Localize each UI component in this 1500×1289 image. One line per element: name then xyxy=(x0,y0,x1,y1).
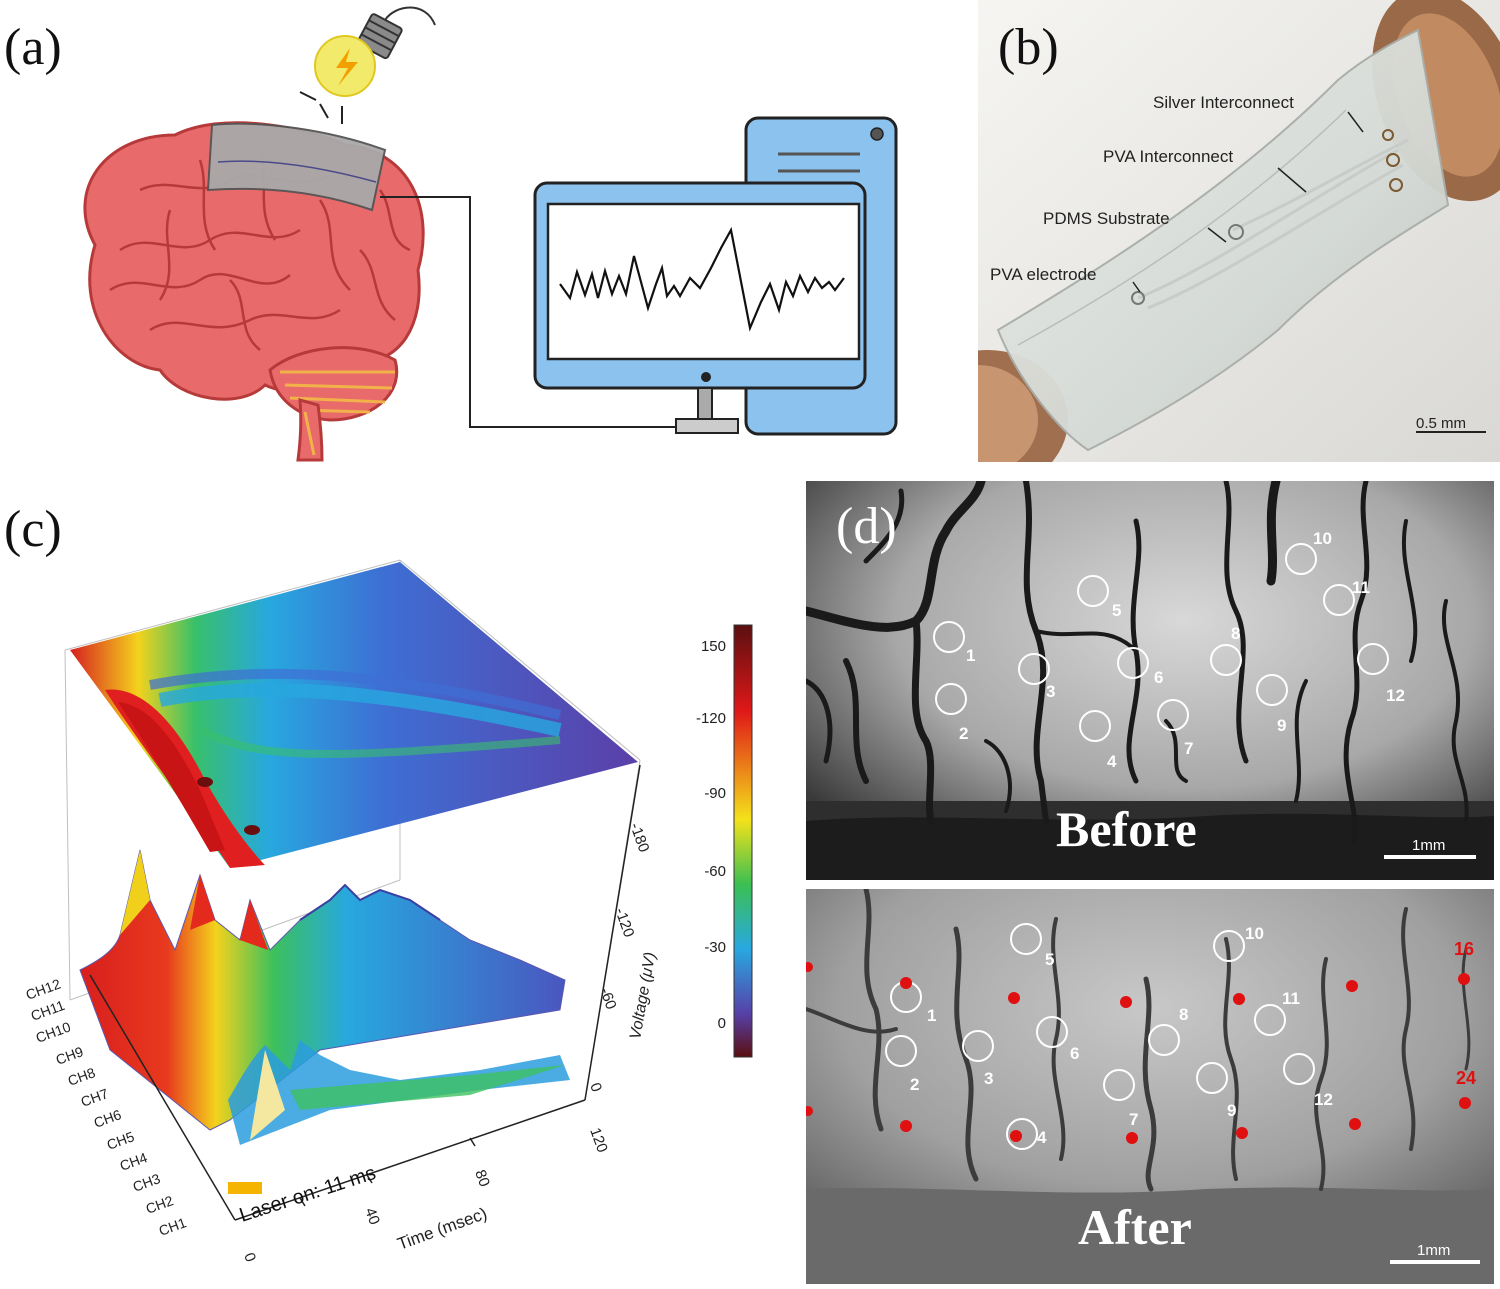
electrode-number: 9 xyxy=(1227,1101,1236,1120)
panel-c-label: (c) xyxy=(4,501,62,558)
scale-bar-before: 1mm xyxy=(1412,837,1445,854)
electrode-number: 3 xyxy=(1046,682,1055,701)
scale-bar-after: 1mm xyxy=(1417,1242,1450,1259)
electrode-number: 5 xyxy=(1045,950,1054,969)
panel-c: (c) xyxy=(0,480,790,1289)
ch-tick: CH10 xyxy=(34,1018,73,1045)
electrode-number: 10 xyxy=(1245,924,1264,943)
electrode-number: 7 xyxy=(1129,1110,1138,1129)
time-axis-label: Time (msec) xyxy=(395,1204,490,1254)
ch-tick: CH7 xyxy=(79,1085,111,1110)
panel-a: (a) xyxy=(0,0,960,470)
ch-tick: CH6 xyxy=(92,1106,124,1131)
light-bulb-icon xyxy=(299,6,436,124)
ch-tick: CH8 xyxy=(66,1064,98,1089)
panel-a-illustration xyxy=(83,6,898,462)
electrode-number: 11 xyxy=(1282,989,1300,1008)
electrode-number: 2 xyxy=(910,1075,919,1094)
ch-tick: CH2 xyxy=(144,1192,176,1217)
red-label-24: 24 xyxy=(1456,1068,1476,1088)
time-tick: 80 xyxy=(471,1168,493,1189)
colorbar-tick: -60 xyxy=(704,863,726,880)
colorbar: 150 -120 -90 -60 -30 0 xyxy=(696,624,753,1058)
electrode-number: 4 xyxy=(1037,1128,1047,1147)
cortex-image-after: 1 2 3 4 5 6 7 8 9 10 11 12 16 24 After 1… xyxy=(806,889,1494,1284)
voltage-tick: -60 xyxy=(596,986,619,1012)
plot-axes xyxy=(89,764,641,1221)
electrode-number: 1 xyxy=(927,1006,936,1025)
electrode-numbers-before: 1 2 3 4 5 6 7 8 9 10 11 12 xyxy=(959,529,1405,771)
after-title: After xyxy=(1078,1199,1192,1255)
time-tick: 40 xyxy=(361,1206,383,1227)
electrode-number: 12 xyxy=(1386,686,1405,705)
laser-label: Laser on: 11 ms xyxy=(237,1162,379,1227)
scale-bar-b: 0.5 mm xyxy=(1416,415,1466,432)
electrode-number: 6 xyxy=(1070,1044,1079,1063)
blood-vessels xyxy=(806,481,1469,844)
ch-tick: CH5 xyxy=(105,1128,137,1153)
electrode-sites-after xyxy=(885,923,1315,1150)
voltage-surface xyxy=(79,849,570,1145)
electrode-numbers-after: 1 2 3 4 5 6 7 8 9 10 11 12 xyxy=(910,924,1333,1147)
electrode-number: 10 xyxy=(1313,529,1332,548)
before-title: Before xyxy=(1056,801,1197,857)
voltage-tick: -120 xyxy=(611,906,637,940)
voltage-tick: 0 xyxy=(586,1081,605,1095)
voltage-axis: 0 -60 -120 -180 Voltage (μV) xyxy=(586,821,659,1095)
voltage-3d-plot: CH12 CH11 CH10 CH9 CH8 CH7 CH6 CH5 CH4 C… xyxy=(24,559,753,1265)
recording-wire xyxy=(380,196,676,428)
electrode-number: 5 xyxy=(1112,601,1121,620)
ch-tick: CH1 xyxy=(157,1214,189,1239)
time-tick: 0 xyxy=(240,1251,259,1265)
ch-tick: CH3 xyxy=(131,1170,163,1195)
electrode-number: 8 xyxy=(1231,624,1240,643)
red-label-16: 16 xyxy=(1454,939,1474,959)
electrode-number: 8 xyxy=(1179,1005,1188,1024)
red-markers xyxy=(806,962,1471,1144)
panel-b-label: (b) xyxy=(998,19,1059,76)
label-pdms-substrate: PDMS Substrate xyxy=(1043,209,1170,228)
panel-d-before: 1 2 3 4 5 6 7 8 9 10 11 12 Before 1mm (d… xyxy=(806,481,1494,880)
voltage-axis-label: Voltage (μV) xyxy=(627,951,659,1041)
electrode-number: 12 xyxy=(1314,1090,1333,1109)
ch-tick: CH9 xyxy=(54,1043,86,1068)
panel-d-after: 1 2 3 4 5 6 7 8 9 10 11 12 16 24 After 1… xyxy=(806,889,1494,1284)
cortex-image-before: 1 2 3 4 5 6 7 8 9 10 11 12 Before 1mm xyxy=(806,481,1494,880)
voltage-tick: -180 xyxy=(626,821,652,855)
monitor-icon xyxy=(533,181,867,434)
panel-b: Silver Interconnect PVA Interconnect PDM… xyxy=(978,0,1500,462)
electrode-number: 4 xyxy=(1107,752,1117,771)
panel-a-label: (a) xyxy=(4,19,62,76)
label-pva-electrode: PVA electrode xyxy=(990,265,1096,284)
electrode-patch xyxy=(206,122,387,212)
electrode-number: 9 xyxy=(1277,716,1286,735)
label-pva-interconnect: PVA Interconnect xyxy=(1103,147,1233,166)
device-photo: Silver Interconnect PVA Interconnect PDM… xyxy=(978,0,1500,462)
electrode-sites-before xyxy=(933,543,1389,742)
colorbar-tick: 0 xyxy=(718,1015,726,1032)
laser-indicator xyxy=(228,1182,262,1194)
electrode-number: 6 xyxy=(1154,668,1163,687)
time-tick: 120 xyxy=(586,1126,611,1155)
electrode-number: 2 xyxy=(959,724,968,743)
electrode-number: 3 xyxy=(984,1069,993,1088)
blood-vessels-after xyxy=(806,889,1471,1192)
electrode-number: 7 xyxy=(1184,739,1193,758)
ch-tick: CH4 xyxy=(118,1149,150,1174)
electrode-number: 1 xyxy=(966,646,975,665)
signal-trace xyxy=(559,226,845,332)
label-silver-interconnect: Silver Interconnect xyxy=(1153,93,1294,112)
panel-d-label: (d) xyxy=(836,498,897,555)
electrode-number: 11 xyxy=(1352,578,1370,597)
colorbar-tick: -30 xyxy=(704,939,726,956)
top-contour-map xyxy=(70,562,638,868)
colorbar-tick: -120 xyxy=(696,710,726,727)
colorbar-tick: 150 xyxy=(701,638,726,655)
colorbar-tick: -90 xyxy=(704,785,726,802)
